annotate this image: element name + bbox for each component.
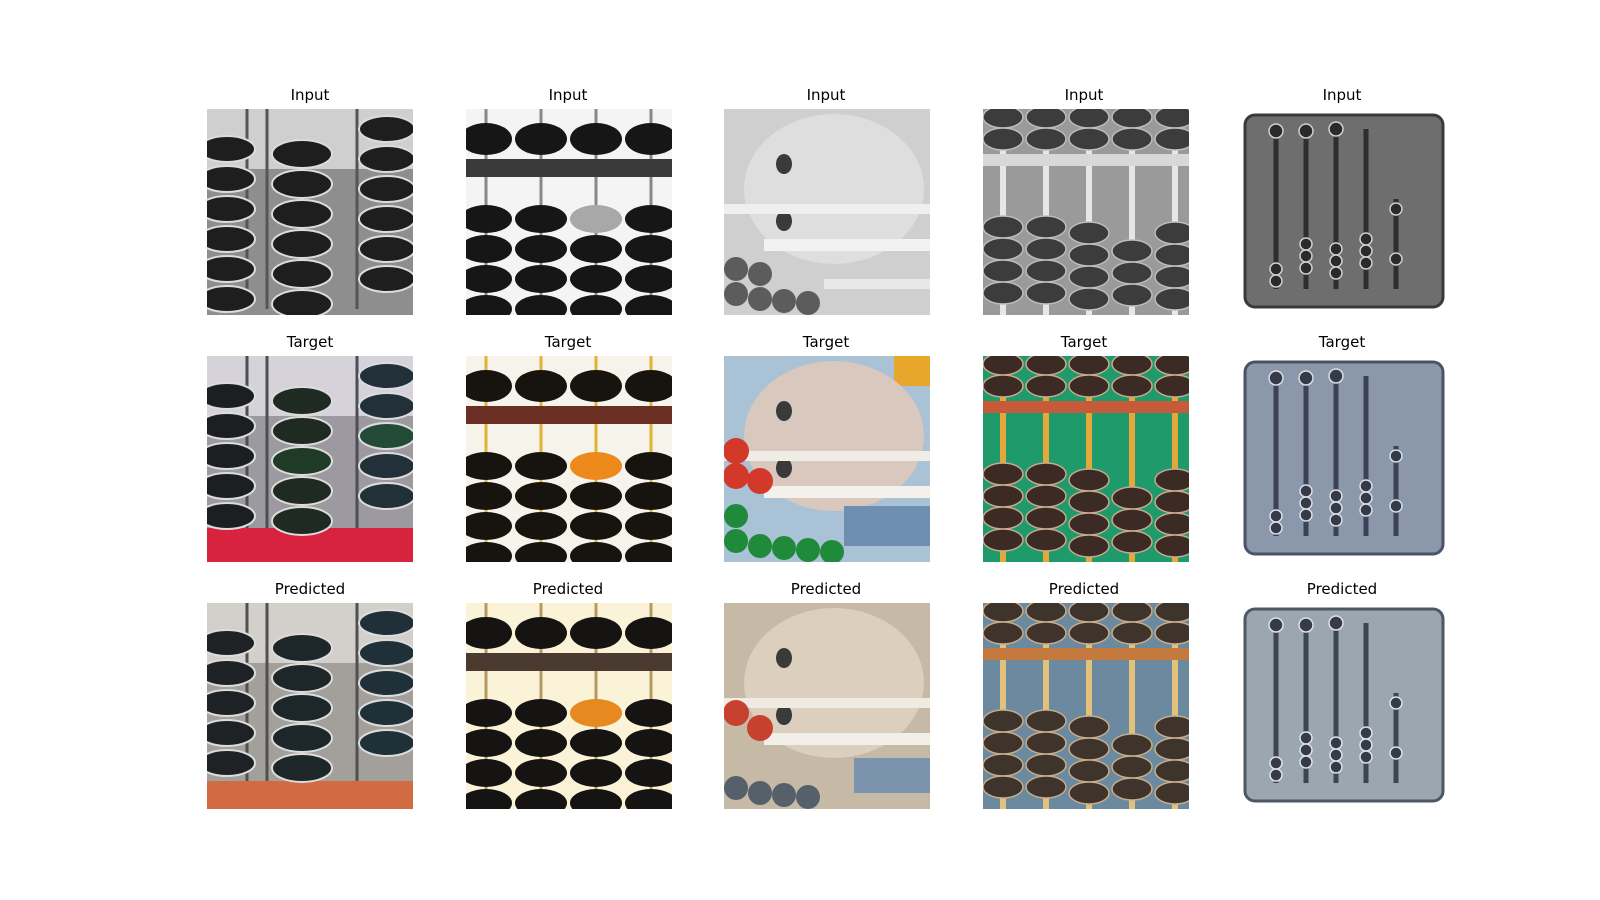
predicted-image-stacked-beads [207, 603, 413, 809]
panel-title: Target [1060, 333, 1108, 351]
panel-title: Target [1318, 333, 1366, 351]
target-image-roman-abacus [1241, 356, 1447, 562]
panel-title: Target [286, 333, 334, 351]
predicted-image-soroban [466, 603, 672, 809]
input-image-soroban [466, 109, 672, 315]
predicted-image-baby [724, 603, 930, 809]
panel-title: Input [1322, 86, 1362, 104]
predicted-image-abacus-closeup [983, 603, 1189, 809]
panel-title: Target [544, 333, 592, 351]
input-image-abacus-closeup [983, 109, 1189, 315]
panel-title: Predicted [532, 580, 604, 598]
input-image-stacked-beads [207, 109, 413, 315]
panel-title: Predicted [1048, 580, 1120, 598]
panel-title: Target [802, 333, 850, 351]
panel-title: Predicted [790, 580, 862, 598]
target-image-abacus-closeup [983, 356, 1189, 562]
panel-title: Predicted [1306, 580, 1378, 598]
panel-title: Predicted [274, 580, 346, 598]
panel-title: Input [290, 86, 330, 104]
panel-title: Input [548, 86, 588, 104]
target-image-stacked-beads [207, 356, 413, 562]
predicted-image-roman-abacus [1241, 603, 1447, 809]
input-image-roman-abacus [1241, 109, 1447, 315]
panel-title: Input [806, 86, 846, 104]
target-image-soroban [466, 356, 672, 562]
target-image-baby [724, 356, 930, 562]
panel-title: Input [1064, 86, 1104, 104]
input-image-baby [724, 109, 930, 315]
